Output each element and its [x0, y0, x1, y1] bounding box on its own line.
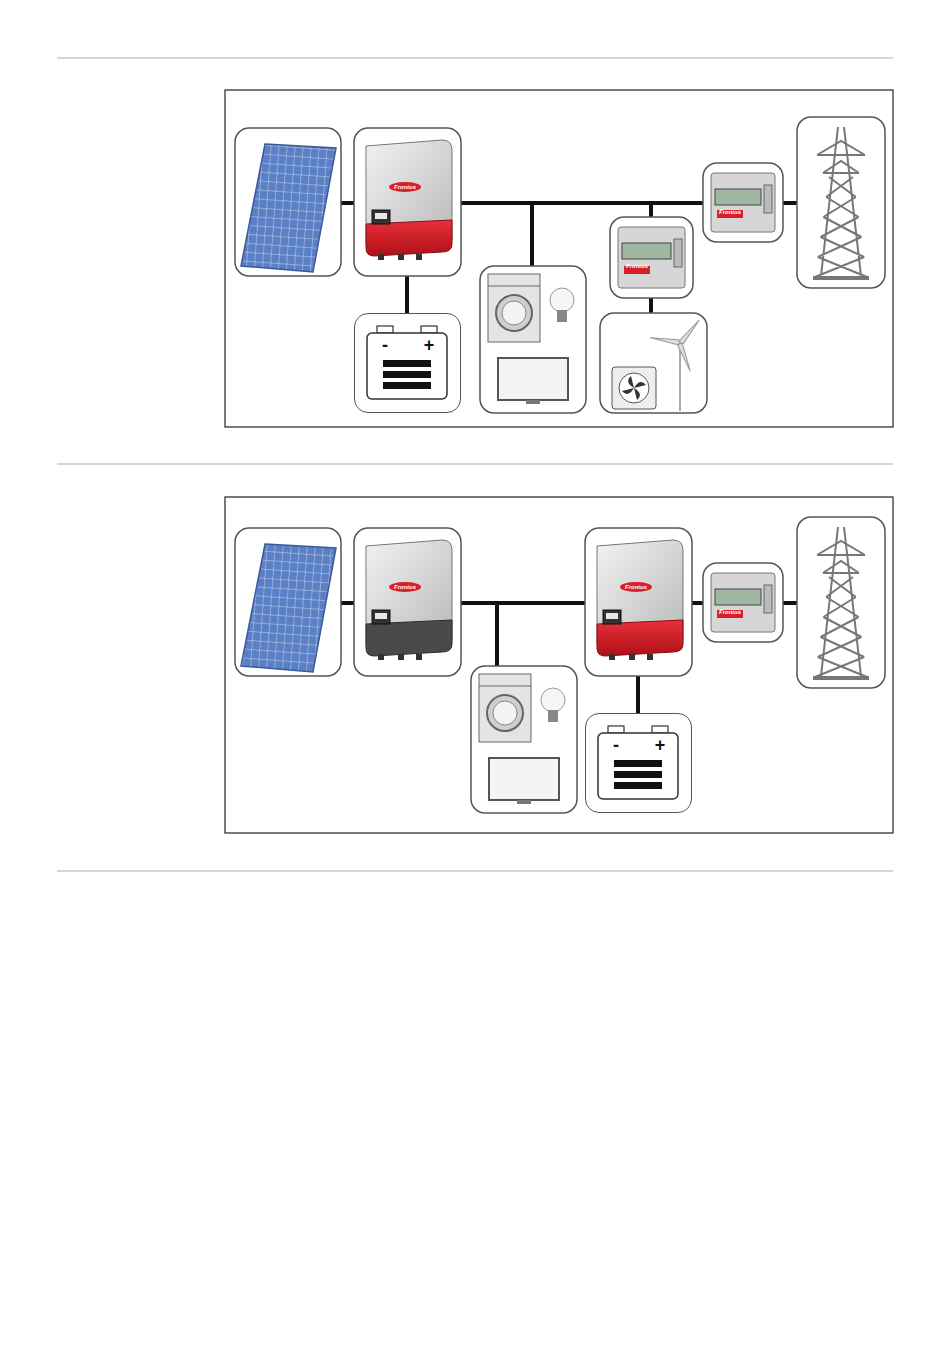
power-wire [530, 203, 534, 266]
energy-meter [618, 227, 685, 288]
inverter-box [354, 128, 461, 276]
inverter [597, 540, 683, 660]
separator-line [57, 57, 893, 59]
household-loads [479, 674, 565, 804]
brand-logo: Fronius [625, 583, 647, 591]
battery-symbol [355, 314, 459, 411]
heat-pump-wind-box [600, 313, 707, 413]
separator-line [57, 463, 893, 465]
battery-symbol [586, 714, 690, 811]
terminal-sign: - [608, 736, 624, 754]
energy-meter [711, 173, 775, 232]
pv-panel [241, 144, 336, 272]
grid-pylon [813, 527, 869, 680]
pv-panel-box [235, 528, 341, 676]
brand-logo: Fronius [394, 583, 416, 591]
inverter [366, 540, 452, 660]
power-wire [495, 603, 499, 666]
power-wire [649, 298, 653, 313]
household-loads-box [471, 666, 577, 813]
power-wire [649, 203, 653, 217]
pv-panel [241, 544, 336, 672]
power-wire [405, 276, 409, 313]
inverter-box [354, 528, 461, 676]
terminal-sign: - [377, 336, 393, 354]
separator-line [57, 870, 893, 872]
household-loads-box [480, 266, 586, 413]
brand-logo: Fronius [719, 608, 741, 616]
brand-logo: Fronius [626, 262, 648, 270]
household-loads [488, 274, 574, 404]
grid-pylon-box [797, 517, 885, 688]
battery-terminals: -+ [608, 736, 668, 754]
battery-box: -+ [354, 313, 461, 413]
energy-meter [711, 573, 775, 632]
pv-panel-box [235, 128, 341, 276]
battery-box: -+ [585, 713, 692, 813]
terminal-sign: + [652, 736, 668, 754]
power-wire [636, 676, 640, 713]
battery-terminals: -+ [377, 336, 437, 354]
energy-meter-box [610, 217, 693, 298]
diagram-frame [225, 497, 893, 833]
grid-pylon-box [797, 117, 885, 288]
energy-meter-box [703, 163, 783, 242]
brand-logo: Fronius [719, 208, 741, 216]
energy-meter-box [703, 563, 783, 642]
inverter-box [585, 528, 692, 676]
brand-logo: Fronius [394, 183, 416, 191]
terminal-sign: + [421, 336, 437, 354]
inverter [366, 140, 452, 260]
grid-pylon [813, 127, 869, 280]
diagram-frame [225, 90, 893, 427]
heat-pump-wind [612, 319, 702, 411]
